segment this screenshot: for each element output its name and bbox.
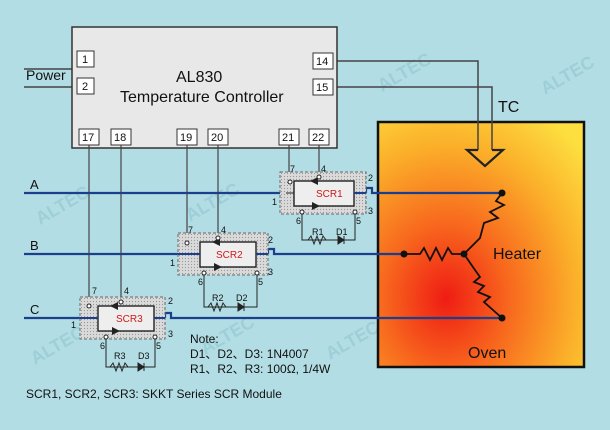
scr2-pin1: 1 (170, 258, 175, 268)
scr1-pin6: 6 (296, 216, 301, 226)
scr3-pin4: 4 (124, 286, 129, 296)
scr2-diode: D2 (236, 293, 248, 303)
scr1-pin1: 1 (272, 197, 277, 207)
phase-b-label: B (30, 238, 39, 253)
scr2-pin6: 6 (198, 277, 203, 287)
scr1-pin5: 5 (356, 216, 361, 226)
heater-nodes (400, 189, 506, 322)
watermark: ALTEC (27, 322, 88, 369)
oven-box (376, 120, 586, 369)
power-label: Power (26, 67, 66, 83)
terminal-20: 20 (211, 132, 223, 144)
scr2-pin5: 5 (258, 277, 263, 287)
oven-label: Oven (468, 345, 506, 362)
watermark: ALTEC (182, 179, 243, 226)
scr3-pin2: 2 (168, 296, 173, 306)
heater-wye (404, 192, 507, 319)
scr3-pin7: 7 (92, 286, 97, 296)
scr1-diode: D1 (336, 227, 348, 237)
heater-label: Heater (493, 246, 542, 263)
scr1-pin4: 4 (321, 164, 326, 174)
scr2-pin7: 7 (188, 225, 193, 235)
scr3-name: SCR3 (116, 314, 143, 325)
scr1-name: SCR1 (316, 189, 343, 200)
terminal-18: 18 (114, 132, 126, 144)
scr-module-1: SCR1 1 2 3 4 5 6 7 R1 D1 (272, 164, 373, 246)
watermark: ALTEC (374, 49, 435, 96)
watermark: ALTEC (537, 52, 598, 99)
scr2-resistor: R2 (212, 293, 224, 303)
scr2-pin3: 3 (268, 267, 273, 277)
scr3-pin3: 3 (168, 329, 173, 339)
terminal-15: 15 (316, 82, 328, 94)
terminal-21: 21 (282, 132, 294, 144)
watermark: ALTEC (322, 317, 383, 364)
scr3-pin6: 6 (100, 341, 105, 351)
control-wiring (24, 60, 493, 150)
note-line-2: R1、R2、R3: 100Ω, 1/4W (190, 362, 331, 376)
phase-a-label: A (30, 177, 39, 192)
scr1-resistor: R1 (312, 227, 324, 237)
scr2-pin4: 4 (221, 225, 226, 235)
watermark: ALTEC (32, 182, 93, 229)
scr2-name: SCR2 (216, 250, 243, 261)
scr1-pin2: 2 (368, 173, 373, 183)
controller-name: Temperature Controller (120, 89, 284, 106)
note-title: Note: (190, 332, 219, 346)
terminal-17: 17 (82, 132, 94, 144)
scr-module-2: SCR2 1 2 3 4 5 6 7 R2 D2 (170, 225, 273, 313)
scr3-resistor: R3 (114, 351, 126, 361)
scr1-pin7: 7 (290, 164, 295, 174)
scr-module-3: SCR3 1 2 3 4 5 6 7 R3 D3 (71, 286, 173, 373)
scr1-pin3: 3 (368, 206, 373, 216)
controller-model: AL830 (176, 69, 222, 86)
terminal-2: 2 (82, 81, 88, 93)
terminal-19: 19 (180, 132, 192, 144)
tc-label: TC (498, 99, 519, 116)
note-line-1: D1、D2、D3: 1N4007 (190, 347, 309, 361)
controller-box (71, 26, 338, 149)
footer-note: SCR1, SCR2, SCR3: SKKT Series SCR Module (26, 387, 282, 401)
controller-terminals: 1 2 14 15 17 18 19 20 21 22 (76, 50, 334, 146)
scr2-pin2: 2 (268, 235, 273, 245)
phase-c-label: C (30, 302, 39, 317)
gate-wires (88, 145, 320, 298)
scr3-diode: D3 (138, 351, 150, 361)
terminal-14: 14 (316, 56, 328, 68)
terminal-22: 22 (312, 132, 324, 144)
scr3-pin5: 5 (156, 341, 161, 351)
scr3-pin1: 1 (71, 320, 76, 330)
terminal-1: 1 (82, 54, 88, 66)
thermocouple (464, 148, 506, 168)
